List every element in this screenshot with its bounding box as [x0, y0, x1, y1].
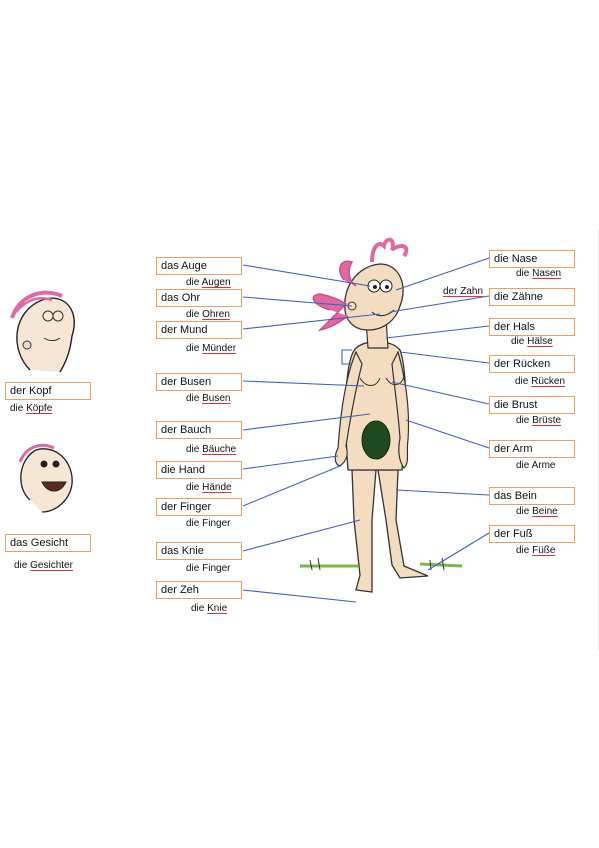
label-das-bein[interactable]: das Bein — [489, 487, 575, 505]
label-das-knie[interactable]: das Knie — [156, 542, 242, 560]
plural-ohren: die Ohren — [186, 309, 230, 320]
label-der-kopf[interactable]: der Kopf — [5, 382, 91, 400]
label-der-hals[interactable]: der Hals — [489, 318, 575, 336]
plural-nasen: die Nasen — [516, 268, 562, 279]
plural-beine: die Beine — [516, 506, 558, 517]
label-das-ohr[interactable]: das Ohr — [156, 289, 242, 307]
head-sketch — [10, 290, 75, 373]
label-die-nase[interactable]: die Nase — [489, 250, 575, 268]
plural-brueste: die Brüste — [516, 415, 562, 426]
label-die-zaehne[interactable]: die Zähne — [489, 288, 575, 306]
plural-zeh-row: die Knie — [191, 603, 228, 614]
label-der-ruecken[interactable]: der Rücken — [489, 355, 575, 373]
label-der-zeh[interactable]: der Zeh — [156, 581, 242, 599]
plural-arme: die Arme — [516, 460, 556, 471]
label-der-zahn: der Zahn — [443, 286, 484, 297]
label-die-brust[interactable]: die Brust — [489, 396, 575, 414]
label-der-fuss[interactable]: der Fuß — [489, 525, 575, 543]
plural-koepfe: die Köpfe — [10, 403, 53, 414]
label-der-arm[interactable]: der Arm — [489, 440, 575, 458]
label-der-mund[interactable]: der Mund — [156, 321, 242, 339]
label-der-bauch[interactable]: der Bauch — [156, 421, 242, 439]
figure — [300, 237, 463, 593]
label-das-gesicht[interactable]: das Gesicht — [5, 534, 91, 552]
plural-fuesse: die Füße — [516, 545, 556, 556]
face-sketch — [18, 443, 73, 513]
plural-baeuche: die Bäuche — [186, 444, 237, 455]
plural-knie-row: die Finger — [186, 563, 231, 574]
plural-haelse: die Hälse — [511, 336, 553, 347]
label-die-hand[interactable]: die Hand — [156, 461, 242, 479]
plural-haende: die Hände — [186, 482, 232, 493]
label-der-busen[interactable]: der Busen — [156, 373, 242, 391]
plural-busen: die Busen — [186, 393, 231, 404]
plural-ruecken: die Rücken — [515, 376, 566, 387]
plural-augen: die Augen — [186, 277, 231, 288]
leader-lines — [242, 257, 490, 603]
label-der-finger[interactable]: der Finger — [156, 498, 242, 516]
plural-gesichter: die Gesichter — [14, 560, 73, 571]
plural-muender: die Münder — [186, 343, 237, 354]
plural-finger: die Finger — [186, 518, 231, 529]
label-das-auge[interactable]: das Auge — [156, 257, 242, 275]
